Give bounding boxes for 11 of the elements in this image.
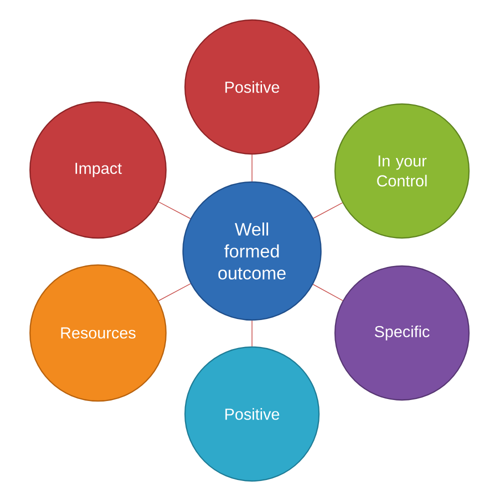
- connector-line: [313, 202, 343, 219]
- circle-node: Impact: [29, 101, 167, 239]
- connector-line: [158, 283, 191, 302]
- circle-node: Positive: [184, 346, 320, 482]
- connector-line: [158, 202, 191, 219]
- circle-node: Positive: [184, 19, 320, 155]
- connector-line: [312, 284, 344, 301]
- circle-node: Well formed outcome: [182, 181, 322, 321]
- circle-node: In your Control: [334, 103, 470, 239]
- circle-node: Resources: [29, 264, 167, 402]
- circle-node: Specific: [334, 265, 470, 401]
